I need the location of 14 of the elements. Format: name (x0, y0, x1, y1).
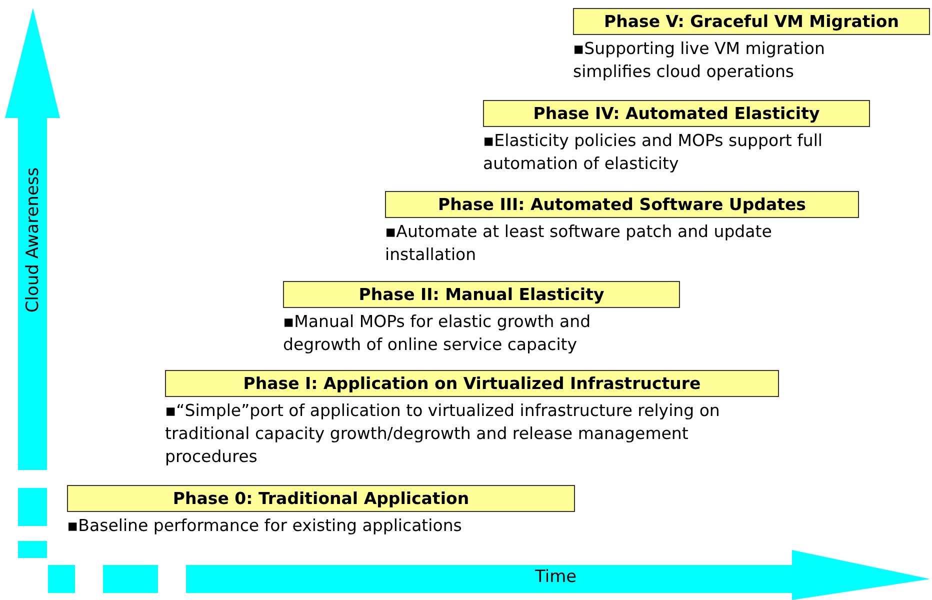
phase-description: ▪“Simple”port of application to virtualized infrastructure relying on traditional capacity growth/degrowth and release management procedures (165, 400, 721, 468)
axis-label: Cloud Awareness (23, 167, 43, 313)
phase-heading-box: Phase V: Graceful VM Migration (573, 8, 930, 35)
axis-label: Time (535, 567, 577, 587)
phase-heading-box: Phase II: Manual Elasticity (283, 281, 680, 308)
phase-heading-box: Phase III: Automated Software Updates (385, 191, 859, 218)
phase-description: ▪Supporting live VM migration simplifies cloud operations (573, 38, 826, 83)
phase-heading-box: Phase I: Application on Virtualized Infrastructure (165, 370, 779, 397)
phase-description: ▪Elasticity policies and MOPs support full automation of elasticity (483, 130, 824, 175)
phase-description: ▪Baseline performance for existing applications (67, 515, 463, 537)
phase-heading-box: Phase IV: Automated Elasticity (483, 100, 870, 127)
phase-description: ▪Manual MOPs for elastic growth and degrowth of online service capacity (283, 311, 592, 356)
phase-heading-box: Phase 0: Traditional Application (67, 485, 575, 512)
phase-description: ▪Automate at least software patch and update installation (385, 221, 773, 266)
